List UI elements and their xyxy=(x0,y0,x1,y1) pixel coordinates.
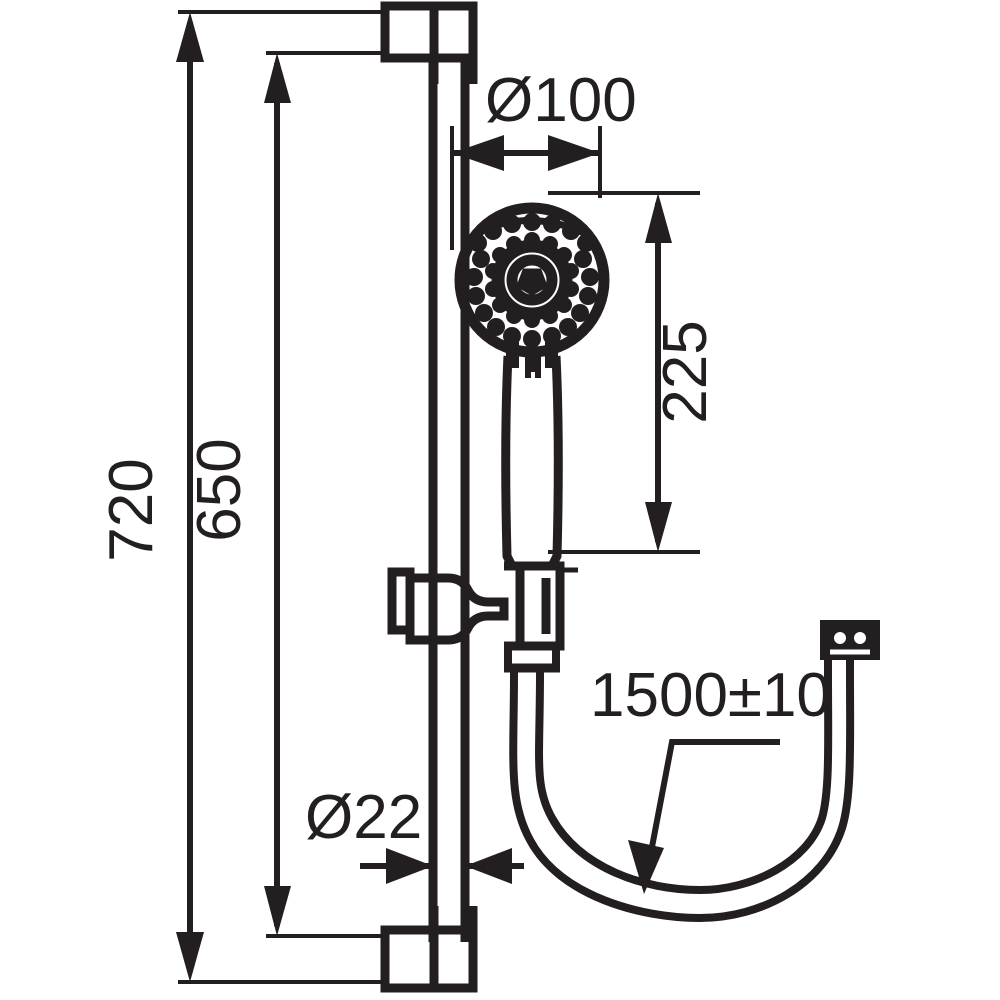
handset-handle xyxy=(501,347,563,673)
dimension-rail-length: 650 xyxy=(185,51,385,938)
shower-head xyxy=(454,202,610,372)
hose-nut xyxy=(820,620,880,676)
dimension-label-720: 720 xyxy=(97,458,166,561)
dimension-label-650: 650 xyxy=(185,438,254,541)
dimension-handset-drop: 225 xyxy=(548,191,720,554)
slide-rail xyxy=(428,58,470,942)
dimension-label-diameter-22: Ø22 xyxy=(305,783,422,852)
dimension-label-225: 225 xyxy=(651,320,720,423)
dimension-label-diameter-100: Ø100 xyxy=(485,66,637,135)
product-geometry xyxy=(380,1,880,993)
dimension-label-hose-1500: 1500±10 xyxy=(590,661,831,730)
dimension-hose-length: 1500±10 xyxy=(590,661,831,894)
dimension-layer: 720 650 225 xyxy=(97,10,831,984)
dimension-rail-diameter: Ø22 xyxy=(305,783,524,884)
shower-hose xyxy=(509,671,855,923)
handset-holder xyxy=(387,561,578,651)
dimension-head-diameter: Ø100 xyxy=(450,66,637,250)
dimension-overall-height: 720 xyxy=(97,10,385,984)
nozzle-ring-outer xyxy=(465,213,599,348)
bottom-bracket xyxy=(380,906,478,993)
